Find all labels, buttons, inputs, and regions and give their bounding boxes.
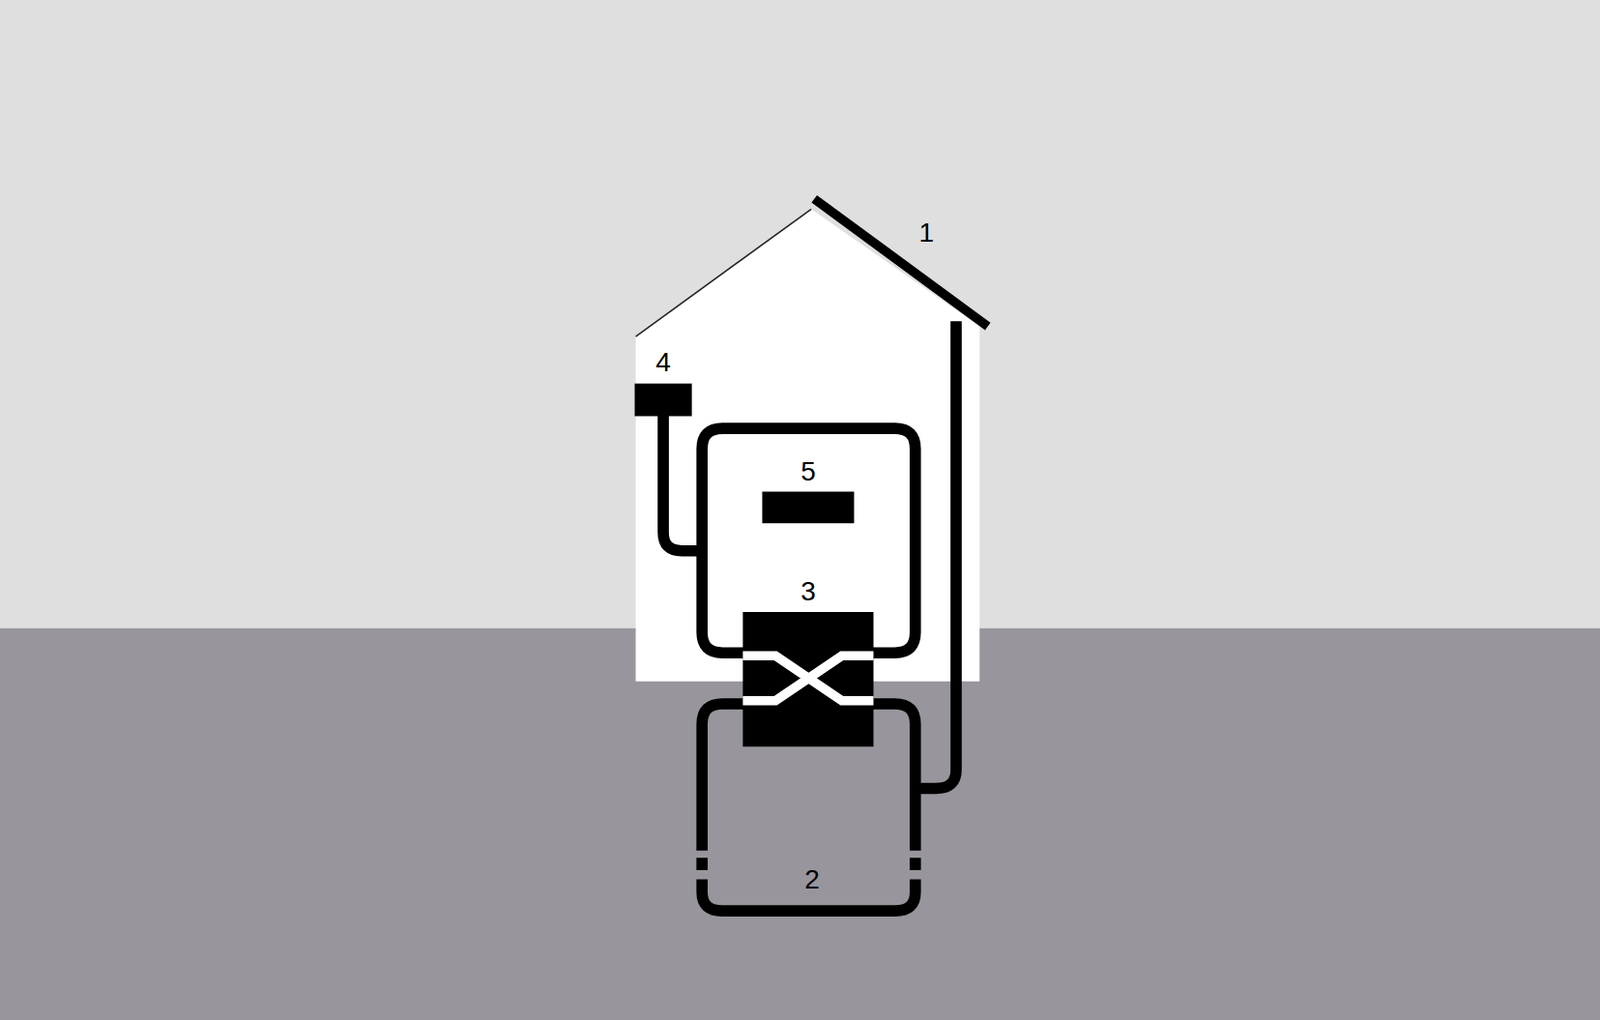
radiator xyxy=(761,492,854,524)
hot-water-tap xyxy=(635,383,693,417)
solar-collector xyxy=(814,199,988,327)
callout-number: 3 xyxy=(800,578,816,606)
hot-water-pipe xyxy=(663,413,704,551)
callout-number: 5 xyxy=(800,458,816,486)
callout-number: 2 xyxy=(804,866,820,894)
ground xyxy=(0,628,1600,1020)
heat-exchange-crossing xyxy=(742,655,873,700)
callout-number: 4 xyxy=(655,349,671,377)
collector-pipe xyxy=(915,320,957,788)
heat-pump xyxy=(742,611,873,747)
heat-exchange-crossing xyxy=(742,655,873,700)
roof-edge xyxy=(636,208,813,337)
callout-number: 1 xyxy=(919,219,935,247)
